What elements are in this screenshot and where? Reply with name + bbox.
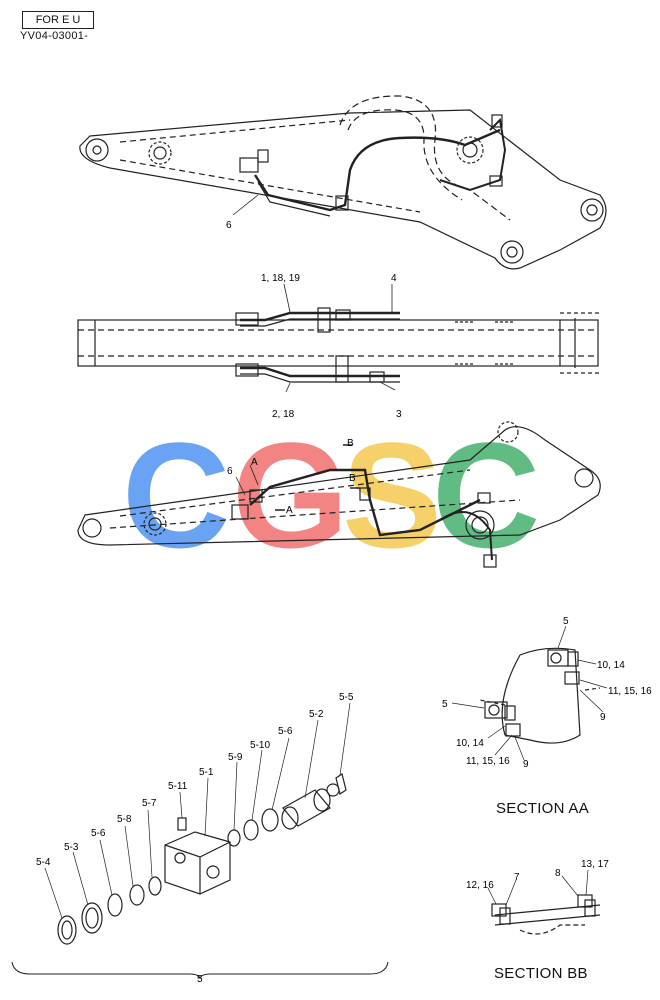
aa-callout-5-left: 5 bbox=[442, 699, 448, 710]
watermark-letter-3: S bbox=[342, 411, 442, 579]
callout-5-3: 5-3 bbox=[64, 842, 79, 853]
section-marker-b1: B bbox=[347, 438, 354, 449]
boom-top-view bbox=[79, 95, 607, 270]
bb-callout-12-16: 12, 16 bbox=[466, 880, 494, 891]
aa-callout-9-left: 9 bbox=[523, 759, 529, 770]
boom-lower-view bbox=[77, 421, 601, 568]
callout-5-group: 5 bbox=[197, 974, 203, 985]
callout-5-7: 5-7 bbox=[142, 798, 157, 809]
callout-5-9: 5-9 bbox=[228, 752, 243, 763]
aa-callout-11-15-16-top: 11, 15, 16 bbox=[608, 686, 652, 697]
bb-callout-8: 8 bbox=[555, 868, 561, 879]
aa-callout-11-15-16-left: 11, 15, 16 bbox=[466, 756, 510, 767]
callout-low-6: 6 bbox=[227, 466, 233, 477]
callout-5-6-lower: 5-6 bbox=[91, 828, 106, 839]
exploded-part-5 bbox=[11, 702, 389, 980]
watermark-letter-1: C bbox=[122, 411, 230, 579]
watermark-letter-4: C bbox=[432, 411, 540, 579]
aa-callout-5-top: 5 bbox=[563, 616, 569, 627]
section-bb-title: SECTION BB bbox=[494, 965, 588, 982]
section-marker-a2: A bbox=[286, 505, 293, 516]
callout-5-8: 5-8 bbox=[117, 814, 132, 825]
section-marker-b2: B bbox=[349, 473, 356, 484]
watermark-letter-2: G bbox=[232, 411, 349, 579]
callout-5-4: 5-4 bbox=[36, 857, 51, 868]
callout-2-18: 2, 18 bbox=[272, 409, 295, 420]
callout-4: 4 bbox=[391, 273, 397, 284]
callout-5-1: 5-1 bbox=[199, 767, 214, 778]
aa-callout-10-14-left: 10, 14 bbox=[456, 738, 484, 749]
callout-5-11: 5-11 bbox=[168, 781, 188, 792]
callout-1-18-19: 1, 18, 19 bbox=[261, 273, 300, 284]
bb-callout-7: 7 bbox=[514, 872, 520, 883]
section-aa-title: SECTION AA bbox=[496, 800, 590, 817]
drawing-code: YV04-03001- bbox=[20, 30, 89, 42]
watermark: C G S C bbox=[122, 411, 540, 579]
section-marker-a1: A bbox=[251, 457, 258, 468]
aa-callout-10-14-top: 10, 14 bbox=[597, 660, 625, 671]
aa-callout-9-top: 9 bbox=[600, 712, 606, 723]
callout-5-6-upper: 5-6 bbox=[278, 726, 293, 737]
callout-5-5: 5-5 bbox=[339, 692, 354, 703]
boom-plan-view bbox=[77, 283, 600, 393]
callout-5-2: 5-2 bbox=[309, 709, 324, 720]
callout-top-6: 6 bbox=[226, 220, 232, 231]
callout-5-10: 5-10 bbox=[250, 740, 270, 751]
section-bb-drawing bbox=[487, 869, 601, 935]
region-label: FOR E U bbox=[22, 11, 94, 29]
callout-3: 3 bbox=[396, 409, 402, 420]
bb-callout-13-17: 13, 17 bbox=[581, 859, 609, 870]
section-aa-drawing bbox=[451, 625, 608, 761]
